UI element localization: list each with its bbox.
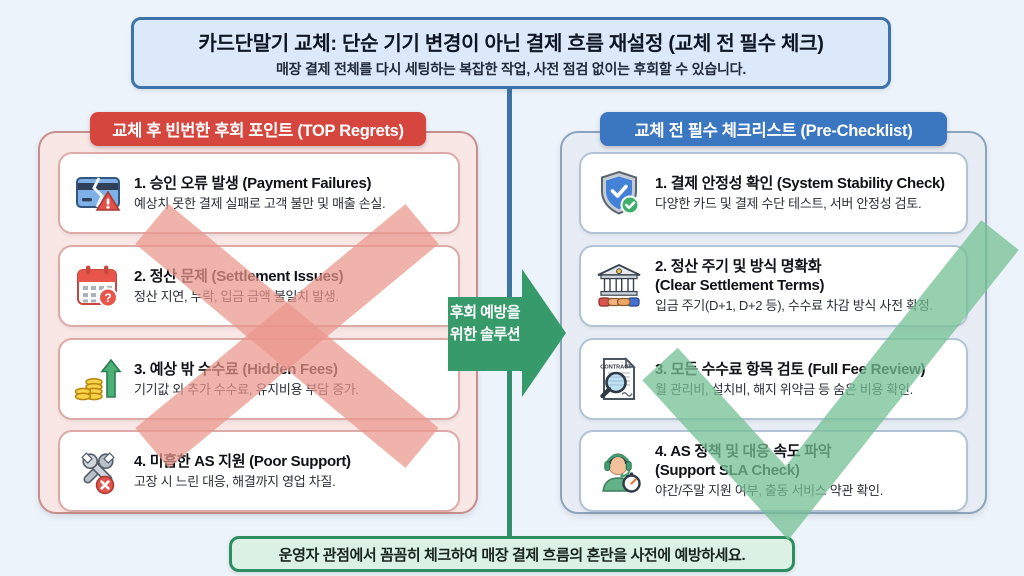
solution-arrow-label: 후회 예방을 위한 솔루션 bbox=[444, 302, 526, 346]
regret-card-settlement-issues: ? 2. 정산 문제 (Settlement Issues) 정산 지연, 누락… bbox=[58, 245, 460, 327]
regret-card-poor-support: 4. 미흡한 AS 지원 (Poor Support) 고장 시 느린 대응, … bbox=[58, 430, 460, 512]
card-description: 고장 시 느린 대응, 해결까지 영업 차질. bbox=[134, 473, 336, 489]
card-description: 다양한 카드 및 결제 수단 테스트, 서버 안정성 검토. bbox=[655, 195, 922, 211]
card-title-line2: (Support SLA Check) bbox=[655, 461, 800, 479]
svg-text:?: ? bbox=[104, 291, 111, 305]
card-text: 3. 모든 수수료 항목 검토 (Full Fee Review) 월 관리비,… bbox=[655, 361, 925, 398]
card-text: 4. 미흡한 AS 지원 (Poor Support) 고장 시 느린 대응, … bbox=[134, 453, 351, 490]
svg-text:CONTRACT: CONTRACT bbox=[600, 365, 632, 371]
card-description: 정산 지연, 누락, 입금 금액 불일치 발생. bbox=[134, 288, 339, 304]
regrets-panel-header: 교체 후 빈번한 후회 포인트 (TOP Regrets) bbox=[90, 112, 426, 146]
checklist-card-fee-review: CONTRACT 3. 모든 수수료 항목 검토 (Full Fee Revie… bbox=[579, 338, 968, 420]
checklist-card-stability: 1. 결제 안정성 확인 (System Stability Check) 다양… bbox=[579, 152, 968, 234]
bank-handshake-icon bbox=[595, 262, 643, 310]
broken-tools-icon bbox=[74, 447, 122, 495]
card-description: 야간/주말 지원 여부, 출동 서비스 약관 확인. bbox=[655, 483, 884, 498]
card-title: 1. 승인 오류 발생 (Payment Failures) bbox=[134, 174, 372, 192]
calendar-question-icon: ? bbox=[74, 262, 122, 310]
card-description: 입금 주기(D+1, D+2 등), 수수료 차감 방식 사전 확정. bbox=[655, 298, 933, 313]
support-timer-icon bbox=[595, 447, 643, 495]
card-text: 1. 결제 안정성 확인 (System Stability Check) 다양… bbox=[655, 175, 945, 212]
card-description: 월 관리비, 설치비, 해지 위약금 등 숨은 비용 확인. bbox=[655, 381, 913, 397]
card-text: 2. 정산 주기 및 방식 명확화 (Clear Settlement Term… bbox=[655, 258, 933, 313]
regret-card-hidden-fees: 3. 예상 밖 수수료 (Hidden Fees) 기기값 외 추가 수수료, … bbox=[58, 338, 460, 420]
card-title: 4. AS 정책 및 대응 속도 파악 bbox=[655, 443, 832, 461]
footer-banner: 운영자 관점에서 꼼꼼히 체크하여 매장 결제 흐름의 혼란을 사전에 예방하세… bbox=[229, 536, 795, 572]
card-text: 3. 예상 밖 수수료 (Hidden Fees) 기기값 외 추가 수수료, … bbox=[134, 361, 359, 398]
title-banner: 카드단말기 교체: 단순 기기 변경이 아닌 결제 흐름 재설정 (교체 전 필… bbox=[131, 17, 891, 89]
card-title: 2. 정산 문제 (Settlement Issues) bbox=[134, 267, 344, 285]
solution-arrow-label-line1: 후회 예방을 bbox=[449, 304, 521, 321]
shield-check-icon bbox=[595, 169, 643, 217]
page-title: 카드단말기 교체: 단순 기기 변경이 아닌 결제 흐름 재설정 (교체 전 필… bbox=[198, 33, 824, 55]
card-title: 4. 미흡한 AS 지원 (Poor Support) bbox=[134, 452, 351, 470]
card-title: 1. 결제 안정성 확인 (System Stability Check) bbox=[655, 174, 945, 192]
broken-card-icon bbox=[74, 169, 122, 217]
solution-arrow-label-line2: 위한 솔루션 bbox=[449, 325, 521, 343]
card-title: 3. 모든 수수료 항목 검토 (Full Fee Review) bbox=[655, 360, 926, 378]
checklist-panel-header: 교체 전 필수 체크리스트 (Pre-Checklist) bbox=[600, 112, 947, 146]
card-title: 2. 정산 주기 및 방식 명확화 bbox=[655, 258, 822, 276]
page-subtitle: 매장 결제 전체를 다시 세팅하는 복잡한 작업, 사전 점검 없이는 후회할 … bbox=[275, 61, 747, 77]
card-text: 4. AS 정책 및 대응 속도 파악 (Support SLA Check) … bbox=[655, 443, 883, 498]
checklist-card-support-sla: 4. AS 정책 및 대응 속도 파악 (Support SLA Check) … bbox=[579, 430, 968, 512]
card-title: 3. 예상 밖 수수료 (Hidden Fees) bbox=[134, 360, 338, 378]
rising-fees-icon bbox=[74, 355, 122, 403]
regret-card-payment-failures: 1. 승인 오류 발생 (Payment Failures) 예상치 못한 결제… bbox=[58, 152, 460, 234]
contract-review-icon: CONTRACT bbox=[595, 355, 643, 403]
checklist-card-settlement-terms: 2. 정산 주기 및 방식 명확화 (Clear Settlement Term… bbox=[579, 245, 968, 327]
card-text: 1. 승인 오류 발생 (Payment Failures) 예상치 못한 결제… bbox=[134, 174, 386, 212]
card-title-line2: (Clear Settlement Terms) bbox=[655, 276, 825, 294]
card-text: 2. 정산 문제 (Settlement Issues) 정산 지연, 누락, … bbox=[134, 267, 344, 305]
card-description: 예상치 못한 결제 실패로 고객 불만 및 매출 손실. bbox=[134, 195, 386, 211]
card-description: 기기값 외 추가 수수료, 유지비용 부담 증가. bbox=[134, 381, 359, 397]
